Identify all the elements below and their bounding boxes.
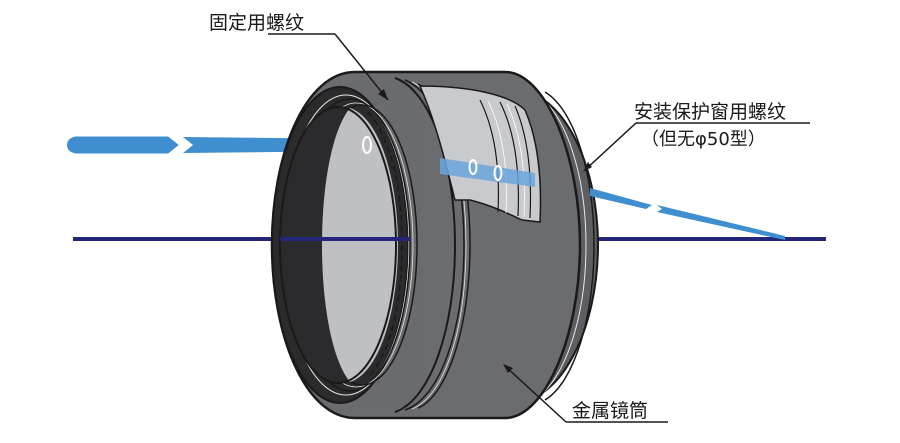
internal-beam <box>440 158 535 187</box>
exit-beam-tail <box>657 205 785 240</box>
window-thread-note: （但无φ50型） <box>641 129 766 150</box>
fixing-thread-label: 固定用螺纹 <box>209 12 305 34</box>
incoming-beam <box>74 136 179 154</box>
front-interior-wall <box>322 108 398 382</box>
metal-tube-label: 金属镜筒 <box>572 400 649 422</box>
exit-beam <box>590 188 652 209</box>
window-thread-label: 安装保护窗用螺纹 <box>634 101 787 123</box>
